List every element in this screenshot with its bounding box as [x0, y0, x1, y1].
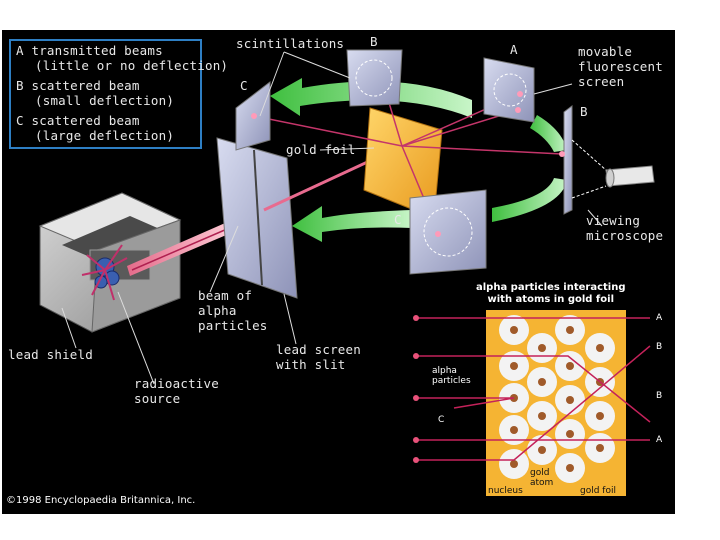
legend-b-line1: B scattered beam: [16, 78, 140, 93]
inset-out-b1: B: [656, 342, 663, 352]
copyright-text: ©1998 Encyclopaedia Britannica, Inc.: [6, 495, 196, 506]
label-lead-screen: lead screen with slit: [276, 342, 361, 372]
legend-a-line1: A transmitted beams: [16, 43, 163, 58]
lead-shield-drawing: [38, 192, 182, 333]
legend-a-line2: (little or no deflection): [35, 58, 229, 73]
label-beam-of-alpha: beam of alpha particles: [198, 288, 268, 333]
lead-screen-drawing: [216, 137, 298, 299]
label-movable-screen: movable fluorescent screen: [578, 44, 663, 89]
screen-b-top-drawing: [346, 49, 403, 107]
inset-atoms: [486, 310, 626, 496]
label-scintillations: scintillations: [236, 36, 345, 51]
inset-out-a1: A: [656, 313, 663, 323]
legend-c-line2: (large deflection): [35, 128, 175, 143]
diagram-panel: A transmitted beams (little or no deflec…: [2, 30, 675, 514]
screen-b-right-drawing: [559, 105, 573, 215]
inset-gold-foil: gold foil: [580, 486, 616, 496]
microscope-drawing: [571, 139, 655, 199]
rotation-arrow-lower-right: [492, 178, 567, 222]
label-screen-a-top: A: [510, 42, 518, 57]
screen-a-top-drawing: [483, 57, 535, 123]
inset-title: alpha particles interacting with atoms i…: [476, 282, 626, 305]
inset-nucleus: nucleus: [488, 486, 523, 496]
label-screen-b-right: B: [580, 104, 588, 119]
inset-out-b2: B: [656, 391, 663, 401]
inset-out-a2: A: [656, 435, 663, 445]
legend-box: A transmitted beams (little or no deflec…: [9, 39, 228, 149]
screen-c-bottom-drawing: [409, 189, 487, 275]
inset-c-label: C: [438, 415, 445, 425]
screen-c-left-drawing: [235, 80, 271, 151]
label-radioactive-source: radioactive source: [134, 376, 219, 406]
label-screen-c-left: C: [240, 78, 248, 93]
label-screen-c-bottom: C: [394, 212, 402, 227]
label-viewing-microscope: viewing microscope: [586, 213, 664, 243]
apparatus-drawing: [38, 49, 655, 496]
inset-alpha-particles: alpha particles: [432, 366, 471, 386]
rotation-arrow-bottom: [292, 206, 412, 242]
label-lead-shield: lead shield: [8, 347, 93, 362]
rotation-arrow-right: [530, 115, 567, 152]
inset-gold-atom: gold atom: [530, 468, 554, 488]
legend-c-line1: C scattered beam: [16, 113, 140, 128]
legend-b-line2: (small deflection): [35, 93, 175, 108]
label-gold-foil: gold foil: [286, 142, 356, 157]
inset-particle-paths: [416, 317, 651, 461]
label-screen-b-top: B: [370, 34, 378, 49]
